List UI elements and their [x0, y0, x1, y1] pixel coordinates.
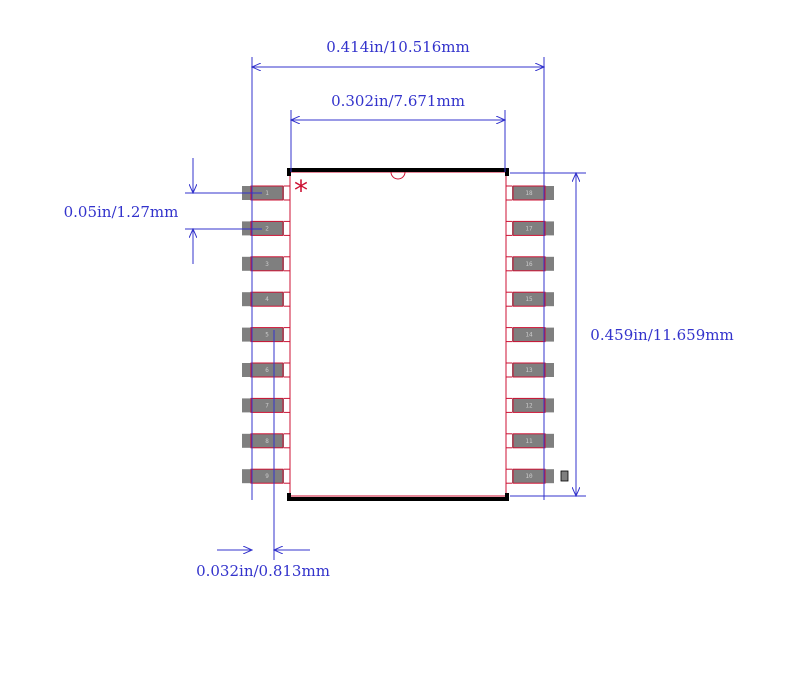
pad-11: 11: [506, 433, 554, 449]
pad-body: [242, 256, 284, 271]
pin-number: 8: [265, 438, 269, 445]
pad-17: 17: [506, 220, 554, 236]
pad-18: 18: [506, 185, 554, 201]
body-height-dimension: 0.459in/11.659mm: [510, 173, 734, 496]
pad-land-outline: [512, 220, 546, 236]
pad-13: 13: [506, 362, 554, 378]
pad-land-outline: [512, 433, 546, 449]
pad-land-outline: [250, 433, 284, 449]
pad-land-outline: [250, 291, 284, 307]
pad-body: [242, 433, 284, 448]
pad-body: [512, 221, 554, 236]
pad-body: [512, 398, 554, 413]
pad-land-outline: [250, 362, 284, 378]
pin1-marker-icon: *: [294, 174, 308, 207]
pad-land-outline: [512, 468, 546, 484]
body-height-label: 0.459in/11.659mm: [590, 326, 733, 344]
pin-number: 13: [525, 367, 533, 374]
pad-width-dimension: 0.032in/0.813mm: [196, 330, 330, 580]
pad-body: [242, 221, 284, 236]
pad-14: 14: [506, 327, 554, 343]
pad-land-outline: [512, 291, 546, 307]
pin-number: 7: [265, 402, 269, 409]
pad-land-outline: [512, 256, 546, 272]
pin-number: 6: [265, 367, 269, 374]
pad-body: [242, 398, 284, 413]
pin-number: 2: [265, 225, 269, 232]
pad-body: [242, 363, 284, 377]
pad-15: 15: [506, 291, 554, 307]
pad-8: 8: [242, 433, 290, 449]
pad-5: 5: [242, 327, 290, 343]
pad-body: [512, 256, 554, 271]
pads-left: 1 2 3 4 5 6 7 8 9: [242, 185, 290, 484]
pad-body: [242, 327, 284, 342]
pad-body: [242, 292, 284, 307]
pad-land-outline: [512, 185, 546, 201]
pad-6: 6: [242, 362, 290, 378]
pad-body: [512, 327, 554, 342]
pad-land-outline: [250, 220, 284, 236]
pad-9: 9: [242, 468, 290, 484]
pad-body: [512, 433, 554, 448]
pad-2: 2: [242, 220, 290, 236]
pad-land-outline: [512, 362, 546, 378]
pad-land-outline: [512, 397, 546, 413]
overall-width-dimension: 0.414in/10.516mm: [252, 38, 544, 500]
pin-number: 14: [525, 332, 533, 339]
pin-number: 5: [265, 332, 269, 339]
pad-10: 10: [506, 468, 554, 484]
pad-land-outline: [250, 468, 284, 484]
body-width-label: 0.302in/7.671mm: [331, 92, 465, 110]
pin-number: 10: [525, 473, 533, 480]
pad-7: 7: [242, 397, 290, 413]
pin-number: 4: [265, 296, 269, 303]
pad-3: 3: [242, 256, 290, 272]
pad-body: [512, 469, 554, 484]
pin-number: 15: [525, 296, 533, 303]
pin-number: 16: [525, 261, 533, 268]
pin1-notch: [390, 171, 406, 180]
pad-4: 4: [242, 291, 290, 307]
pad-body: [242, 469, 284, 484]
body-width-dimension: 0.302in/7.671mm: [291, 92, 505, 172]
package-body: [287, 168, 509, 501]
pad-width-label: 0.032in/0.813mm: [196, 562, 330, 580]
pin-number: 3: [265, 261, 269, 268]
pad-12: 12: [506, 397, 554, 413]
pad-body: [512, 292, 554, 307]
pin10-indicator: [560, 470, 569, 482]
overall-width-label: 0.414in/10.516mm: [326, 38, 469, 56]
pad-land-outline: [512, 327, 546, 343]
pitch-label: 0.05in/1.27mm: [64, 203, 179, 221]
pad-16: 16: [506, 256, 554, 272]
pad-body: [512, 363, 554, 377]
body-outline: [289, 171, 507, 497]
pads-right: 18 17 16 15 14 13 12 11 10: [506, 185, 554, 484]
pin-number: 1: [265, 190, 269, 197]
pin-number: 12: [525, 402, 533, 409]
pitch-dimension: 0.05in/1.27mm: [64, 158, 262, 264]
pad-land-outline: [250, 256, 284, 272]
pin-number: 9: [265, 473, 269, 480]
pin-number: 18: [525, 190, 533, 197]
pad-land-outline: [250, 327, 284, 343]
pad-land-outline: [250, 397, 284, 413]
pad-body: [512, 186, 554, 200]
pin-number: 11: [525, 438, 533, 445]
pin-number: 17: [525, 225, 533, 232]
